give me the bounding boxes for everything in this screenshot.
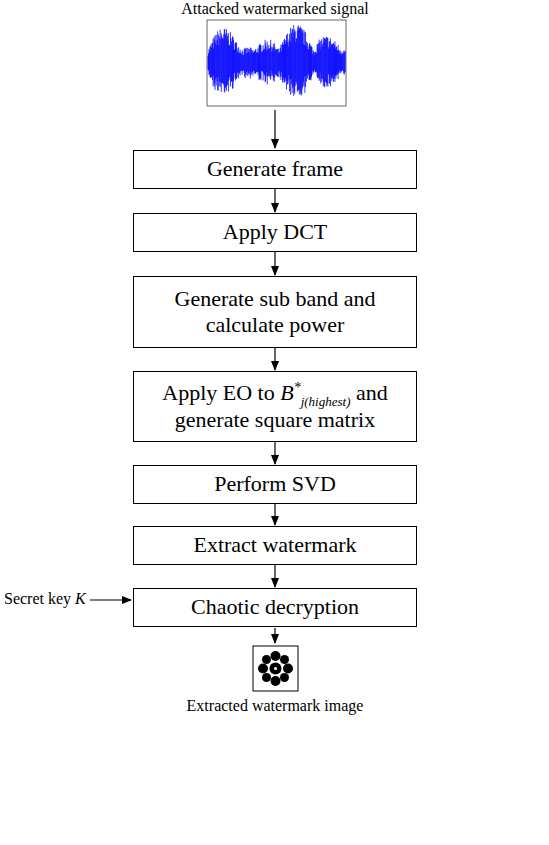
flow-arrow xyxy=(274,442,275,464)
waveform-trace xyxy=(208,25,345,96)
text-label: K xyxy=(75,590,86,608)
box-text: Generate frame xyxy=(207,156,343,181)
process-box: Apply DCT xyxy=(133,213,417,252)
text-label: Secret key xyxy=(4,590,71,608)
process-box: Generate frame xyxy=(133,150,417,189)
box-text: Generate sub band and calculate power xyxy=(175,286,376,337)
process-box: Chaotic decryption xyxy=(133,588,417,627)
box-text: Perform SVD xyxy=(214,471,336,496)
process-box: Perform SVD xyxy=(133,465,417,504)
flow-arrow xyxy=(274,189,275,212)
box-text: Chaotic decryption xyxy=(191,594,359,619)
box-text: B xyxy=(280,380,293,405)
flow-arrow xyxy=(274,252,275,275)
box-text: Extract watermark xyxy=(193,532,356,557)
waveform-plot xyxy=(207,20,346,106)
flow-arrow xyxy=(274,504,275,525)
box-text: Apply DCT xyxy=(223,219,328,244)
key-arrow xyxy=(90,599,131,600)
text-label: Attacked watermarked signal xyxy=(181,0,368,18)
flow-arrow xyxy=(274,565,275,587)
process-box: Apply EO to B*j(highest) and generate sq… xyxy=(133,371,417,442)
input-arrow xyxy=(274,110,275,148)
flow-arrow xyxy=(274,348,275,370)
process-box: Extract watermark xyxy=(133,526,417,565)
output-arrow xyxy=(274,628,275,643)
watermark-image xyxy=(253,646,298,691)
box-text: * xyxy=(294,380,301,395)
text-label: Extracted watermark image xyxy=(187,697,364,715)
box-text: Apply EO to xyxy=(162,380,274,405)
process-box: Generate sub band and calculate power xyxy=(133,276,417,348)
box-text: j(highest) xyxy=(301,394,351,409)
